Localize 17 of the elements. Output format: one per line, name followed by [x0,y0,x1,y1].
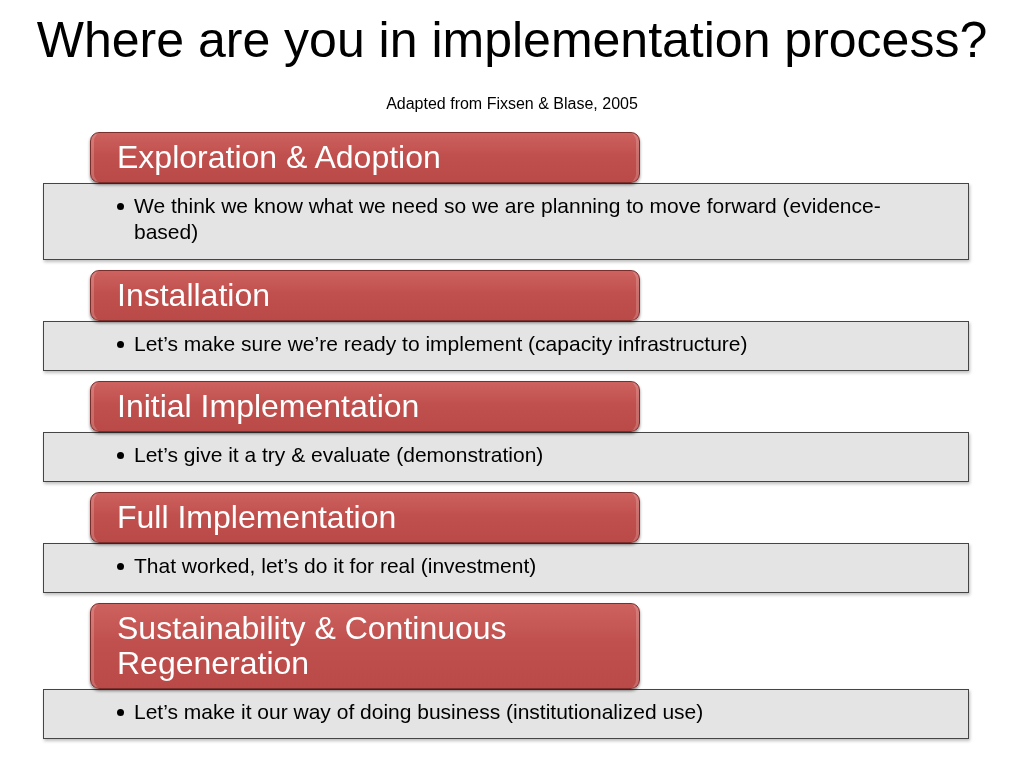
stage-heading: Initial Implementation [90,381,640,433]
stage-panel [43,321,969,372]
bullet-point-text: Let’s make it our way of doing business (institutionalized use) [134,699,704,725]
stage-panel [43,432,969,483]
bullet-point-text: We think we know what we need so we are planning to move forward (evidence-based) [134,193,882,246]
bullet-point-text: Let’s make sure we’re ready to implement (capacity infrastructure) [134,331,748,357]
stage-panel [43,689,969,740]
bullet-point-text: Let’s give it a try & evaluate (demonstration) [134,442,544,468]
stage-heading: Installation [90,270,640,322]
stage-heading: Sustainability & Continuous Regeneration [90,603,640,690]
slide-title: Where are you in implementation process? [36,12,988,70]
bullet-point-text: That worked, let’s do it for real (investment) [134,553,537,579]
stage-heading: Full Implementation [90,492,640,544]
source-caption: Adapted from Fixsen & Blase, 2005 [386,94,638,114]
stage-panel [43,183,969,260]
stage-heading: Exploration & Adoption [90,132,640,184]
stage-panel [43,543,969,594]
